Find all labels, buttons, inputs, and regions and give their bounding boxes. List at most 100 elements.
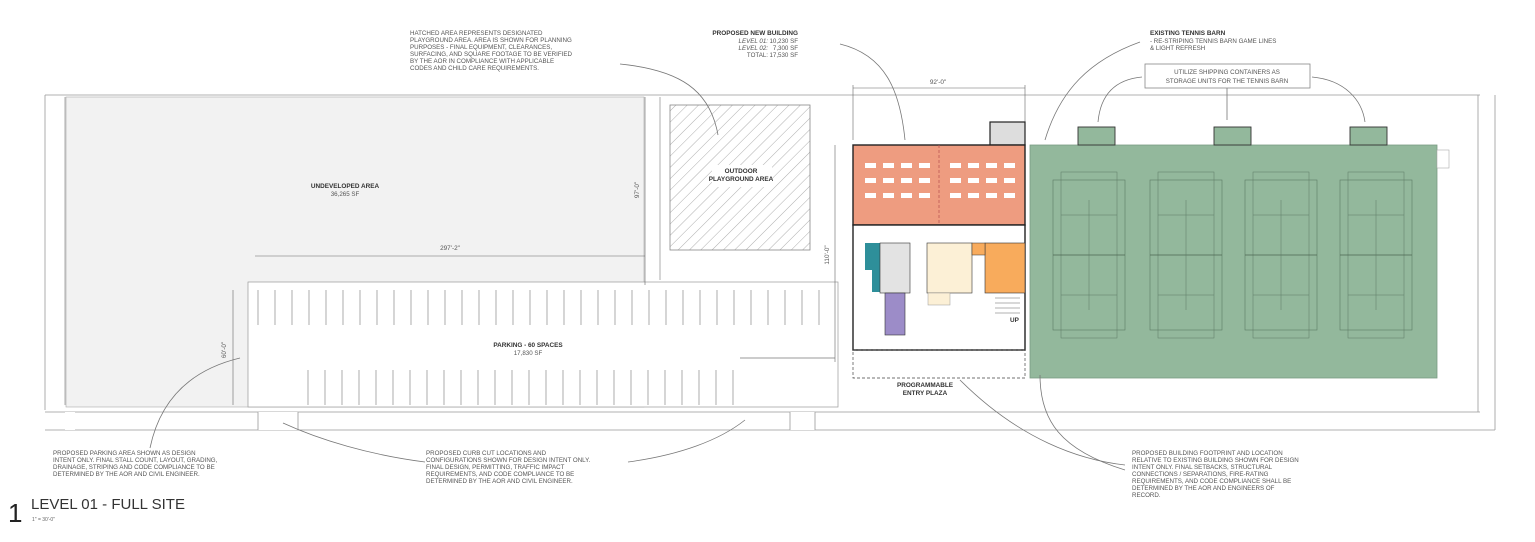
desk — [986, 193, 997, 198]
desk — [883, 193, 894, 198]
svg-text:DRAINAGE, STRIPING AND CODE CO: DRAINAGE, STRIPING AND CODE COMPLIANCE T… — [53, 464, 215, 471]
entry-plaza-outline — [852, 349, 1026, 379]
shipping-container — [1349, 126, 1388, 146]
plaza-label-2: ENTRY PLAZA — [903, 390, 948, 397]
svg-text:RELATIVE TO EXISTING BUILDING: RELATIVE TO EXISTING BUILDING SHOWN FOR … — [1132, 457, 1299, 464]
dim-parking-length: 297'-2" — [440, 245, 460, 252]
desk — [901, 178, 912, 183]
desk — [1004, 163, 1015, 168]
desk — [968, 193, 979, 198]
proposed-building-summary: PROPOSED NEW BUILDING LEVEL 01: 10,230 S… — [712, 30, 798, 59]
desk — [1004, 193, 1015, 198]
parking-sf: 17,830 SF — [514, 350, 543, 357]
svg-text:EXISTING TENNIS BARN: EXISTING TENNIS BARN — [1150, 30, 1226, 37]
drawing-title: LEVEL 01 - FULL SITE — [31, 496, 185, 513]
svg-text:PROPOSED CURB CUT LOCATIONS AN: PROPOSED CURB CUT LOCATIONS AND — [426, 450, 547, 457]
svg-text:CODES AND CHILD CARE REQUIREME: CODES AND CHILD CARE REQUIREMENTS. — [410, 65, 539, 72]
desk — [986, 163, 997, 168]
parking-stalls — [257, 290, 820, 405]
tennis-courts — [1052, 171, 1413, 339]
desk — [950, 193, 961, 198]
desk — [919, 163, 930, 168]
svg-text:& LIGHT REFRESH: & LIGHT REFRESH — [1150, 45, 1205, 52]
svg-text:INTENT ONLY. FINAL SETBACKS, S: INTENT ONLY. FINAL SETBACKS, STRUCTURAL — [1132, 464, 1273, 471]
desk — [865, 163, 876, 168]
parking-area — [247, 281, 839, 408]
note-playground: HATCHED AREA REPRESENTS DESIGNATED PLAYG… — [410, 30, 572, 72]
svg-text:PROPOSED NEW BUILDING: PROPOSED NEW BUILDING — [712, 30, 798, 37]
desk — [1004, 178, 1015, 183]
undeveloped-area-label: UNDEVELOPED AREA — [311, 183, 380, 190]
proposed-building: UP — [852, 121, 1026, 379]
stair — [995, 297, 1020, 314]
office-suite — [926, 242, 973, 294]
tennis-barn — [1029, 144, 1438, 379]
svg-text:DETERMINED BY THE AOR AND CIVI: DETERMINED BY THE AOR AND CIVIL ENGINEER… — [53, 471, 200, 478]
svg-text:LEVEL 02:: LEVEL 02: — [739, 45, 769, 52]
svg-text:TOTAL:: TOTAL: — [747, 52, 768, 59]
svg-text:PURPOSES - FINAL EQUIPMENT, CL: PURPOSES - FINAL EQUIPMENT, CLEARANCES, — [410, 44, 552, 51]
containers-callout-2: STORAGE UNITS FOR THE TENNIS BARN — [1166, 78, 1288, 85]
undeveloped-area-sf: 36,265 SF — [331, 191, 360, 198]
note-parking: PROPOSED PARKING AREA SHOWN AS DESIGN IN… — [53, 450, 218, 478]
desk — [901, 193, 912, 198]
shipping-container — [1077, 126, 1116, 146]
svg-text:HATCHED AREA REPRESENTS DESIGN: HATCHED AREA REPRESENTS DESIGNATED — [410, 30, 543, 37]
desk — [950, 163, 961, 168]
dim-parking-depth: 60'-0" — [221, 342, 228, 358]
containers-callout-box — [1144, 63, 1311, 89]
svg-text:INTENT ONLY. FINAL STALL COUNT: INTENT ONLY. FINAL STALL COUNT, LAYOUT, … — [53, 457, 218, 464]
classroom-desks — [865, 163, 1015, 198]
dimension-lines — [232, 85, 1026, 405]
desk — [986, 178, 997, 183]
purple-room — [884, 292, 906, 336]
note-building-footprint: PROPOSED BUILDING FOOTPRINT AND LOCATION… — [1132, 450, 1299, 499]
dim-building-depth: 110'-0" — [824, 245, 831, 264]
desk — [950, 178, 961, 183]
parking-label: PARKING - 60 SPACES — [493, 342, 563, 349]
restroom-teal-2 — [872, 270, 882, 292]
svg-text:7,300 SF: 7,300 SF — [773, 45, 798, 52]
leader-lines — [149, 41, 1366, 471]
svg-text:CONNECTIONS / SEPARATIONS, FIR: CONNECTIONS / SEPARATIONS, FIRE-RATING — [1132, 471, 1269, 478]
svg-text:REQUIREMENTS, AND CODE COMPLIA: REQUIREMENTS, AND CODE COMPLIANCE TO BE — [426, 471, 574, 478]
shipping-container — [1213, 126, 1252, 146]
svg-text:17,530 SF: 17,530 SF — [769, 52, 798, 59]
svg-text:PROPOSED PARKING AREA SHOWN AS: PROPOSED PARKING AREA SHOWN AS DESIGN — [53, 450, 196, 457]
svg-text:PLAYGROUND AREA. AREA IS SHOWN: PLAYGROUND AREA. AREA IS SHOWN FOR PLANN… — [410, 37, 572, 44]
desk — [901, 163, 912, 168]
curb-cuts — [65, 412, 816, 430]
svg-text:RECORD.: RECORD. — [1132, 492, 1161, 499]
svg-text:PROPOSED BUILDING FOOTPRINT AN: PROPOSED BUILDING FOOTPRINT AND LOCATION — [1132, 450, 1283, 457]
desk — [883, 163, 894, 168]
shipping-containers — [1077, 126, 1388, 146]
playground-label-1: OUTDOOR — [725, 168, 758, 175]
drawing-scale: 1" = 30'-0" — [32, 517, 55, 523]
desk — [883, 178, 894, 183]
desk — [919, 178, 930, 183]
svg-text:SURFACING, AND SQUARE FOOTAGE: SURFACING, AND SQUARE FOOTAGE TO BE VERI… — [410, 51, 572, 58]
restrooms — [879, 242, 911, 294]
containers-callout-1: UTILIZE SHIPPING CONTAINERS AS — [1174, 69, 1280, 76]
playground-label-bg — [712, 165, 772, 187]
svg-text:DETERMINED BY THE AOR AND CIVI: DETERMINED BY THE AOR AND CIVIL ENGINEER… — [426, 478, 573, 485]
mechanical-room — [989, 121, 1026, 146]
svg-text:CONFIGURATIONS SHOWN FOR DESIG: CONFIGURATIONS SHOWN FOR DESIGN INTENT O… — [426, 457, 590, 464]
desk — [865, 178, 876, 183]
svg-text:BY THE AOR IN COMPLIANCE WITH: BY THE AOR IN COMPLIANCE WITH APPLICABLE — [410, 58, 554, 65]
desk — [968, 163, 979, 168]
tennis-barn-note: EXISTING TENNIS BARN - RE-STRIPING TENNI… — [1150, 30, 1276, 52]
svg-text:DETERMINED BY THE AOR AND ENGI: DETERMINED BY THE AOR AND ENGINEERS OF — [1132, 485, 1275, 492]
playground-label-2: PLAYGROUND AREA — [709, 176, 774, 183]
orange-room — [984, 242, 1026, 294]
note-curb-cut: PROPOSED CURB CUT LOCATIONS AND CONFIGUR… — [426, 450, 590, 485]
restroom-teal — [865, 243, 880, 270]
svg-text:- RE-STRIPING TENNIS BARN GAME: - RE-STRIPING TENNIS BARN GAME LINES — [1150, 38, 1276, 45]
svg-text:FINAL DESIGN, PERMITTING, TRAF: FINAL DESIGN, PERMITTING, TRAFFIC IMPACT — [426, 464, 565, 471]
desk — [968, 178, 979, 183]
dim-building-width: 92'-0" — [930, 79, 946, 86]
svg-text:REQUIREMENTS, AND CODE COMPLIA: REQUIREMENTS, AND CODE COMPLIANCE SHALL … — [1132, 478, 1291, 485]
svg-text:10,230 SF: 10,230 SF — [769, 38, 798, 45]
dim-undeveloped-depth: 97'-0" — [634, 182, 641, 198]
